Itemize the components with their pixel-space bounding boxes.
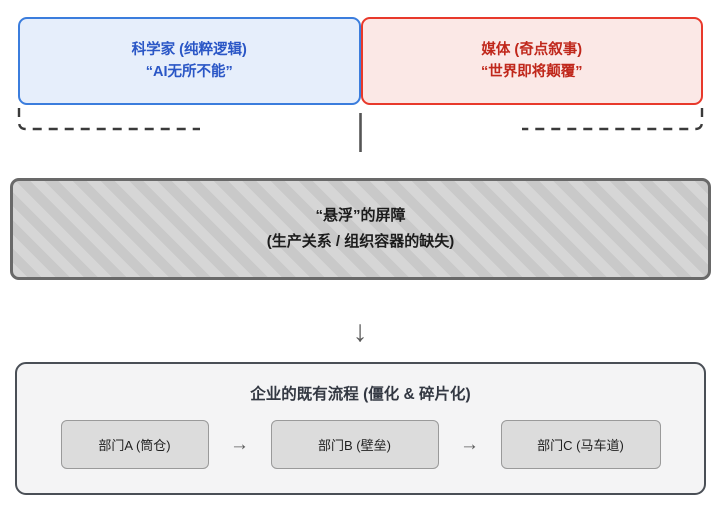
process-arrow-1-icon: → [230,434,249,455]
department-c-box[interactable]: 部门C (马车道) [500,420,661,469]
process-arrow-2-icon: → [460,434,479,455]
scientist-quote: “AI无所不能” [145,64,233,80]
persona-row: 科学家 (纯粹逻辑) “AI无所不能” 媒体 (奇点叙事) “世界即将颠覆” [18,17,703,105]
department-row: 部门A (筒仓) → 部门B (壁垒) → 部门C (马车道) [17,420,704,469]
scientist-box[interactable]: 科学家 (纯粹逻辑) “AI无所不能” [18,17,361,105]
barrier-title: “悬浮”的屏障 [315,206,406,224]
suspended-barrier-box[interactable]: “悬浮”的屏障 (生产关系 / 组织容器的缺失) [10,178,711,280]
dashed-bracket [17,108,704,152]
bracket-left-arm [17,108,200,131]
enterprise-process-box[interactable]: 企业的既有流程 (僵化 & 碎片化) 部门A (筒仓) → 部门B (壁垒) →… [15,362,706,495]
barrier-subtitle: (生产关系 / 组织容器的缺失) [266,233,455,250]
down-arrow-icon: ↓ [352,315,368,348]
department-c-label: 部门C (马车道) [537,438,624,453]
department-a-box[interactable]: 部门A (筒仓) [60,420,209,469]
department-a-label: 部门A (筒仓) [98,438,171,453]
media-box[interactable]: 媒体 (奇点叙事) “世界即将颠覆” [360,17,703,105]
department-b-label: 部门B (壁垒) [318,438,391,453]
bracket-right-arm [522,108,704,131]
scientist-title: 科学家 (纯粹逻辑) [131,41,247,58]
media-title: 媒体 (奇点叙事) [481,41,583,58]
process-title: 企业的既有流程 (僵化 & 碎片化) [250,386,471,403]
department-b-box[interactable]: 部门B (壁垒) [270,420,439,469]
media-quote: “世界即将颠覆” [481,64,583,80]
